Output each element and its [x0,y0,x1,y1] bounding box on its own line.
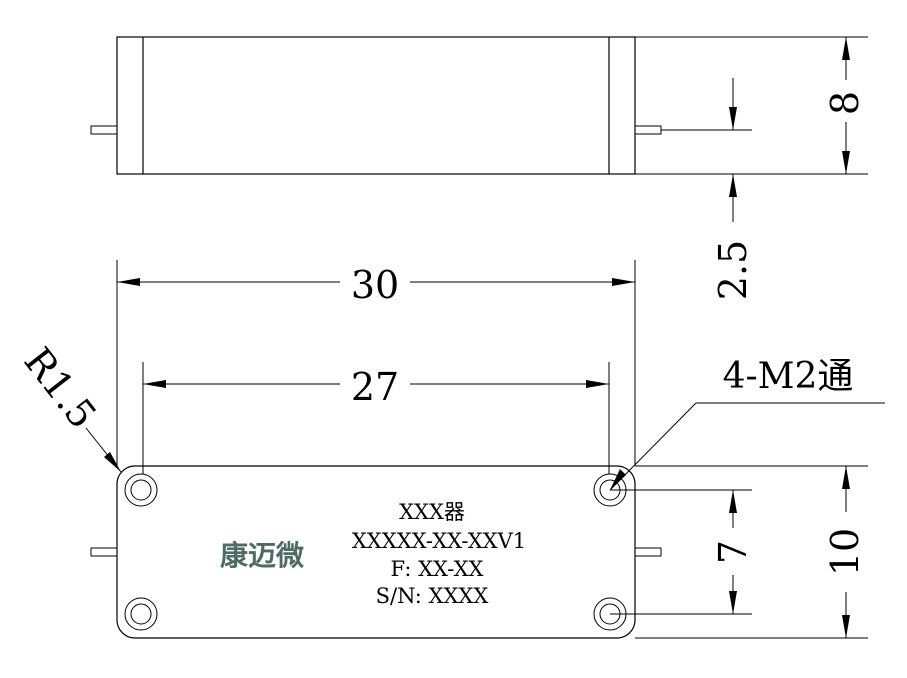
side-view-right-pin [634,125,662,135]
dimension-hole-spacing: 27 [142,362,610,474]
dimension-plate-height: 10 [635,465,868,639]
dimension-plate-height-label: 10 [823,528,867,576]
label-line-1: XXX器 [399,500,465,524]
side-view-body [116,36,636,175]
side-view [90,36,662,175]
plate-right-pin [634,547,662,557]
dimension-offset: 2.5 [661,78,755,300]
dimension-holes-label: 4-M2通 [723,356,854,397]
dimension-height-top: 8 [635,36,868,175]
dimension-corner-radius-label: R1.5 [15,339,104,436]
plate-view: 康迈微 XXX器 XXXXX-XX-XXV1 F: XX-XX S/N: XXX… [90,465,662,639]
plate-left-pin [90,547,118,557]
dimension-height-top-label: 8 [823,91,867,115]
label-line-2: XXXXX-XX-XXV1 [352,529,526,553]
mounting-hole-top-left [124,473,158,507]
dimension-offset-label: 2.5 [711,240,755,300]
dimension-hole-vertical-label: 7 [711,540,755,564]
label-line-3: F: XX-XX [391,557,484,581]
dimension-overall-length-label: 30 [351,263,399,307]
dimension-corner-radius: R1.5 [15,339,122,473]
dimension-hole-spacing-label: 27 [351,365,399,409]
mounting-hole-bottom-left [124,597,158,631]
side-view-left-pin [90,125,118,135]
brand-logo: 康迈微 [220,539,304,572]
dimension-holes: 4-M2通 [609,356,885,491]
label-line-4: S/N: XXXX [376,584,489,608]
dimension-overall-length: 30 [116,260,636,466]
dimension-hole-vertical: 7 [610,489,755,615]
